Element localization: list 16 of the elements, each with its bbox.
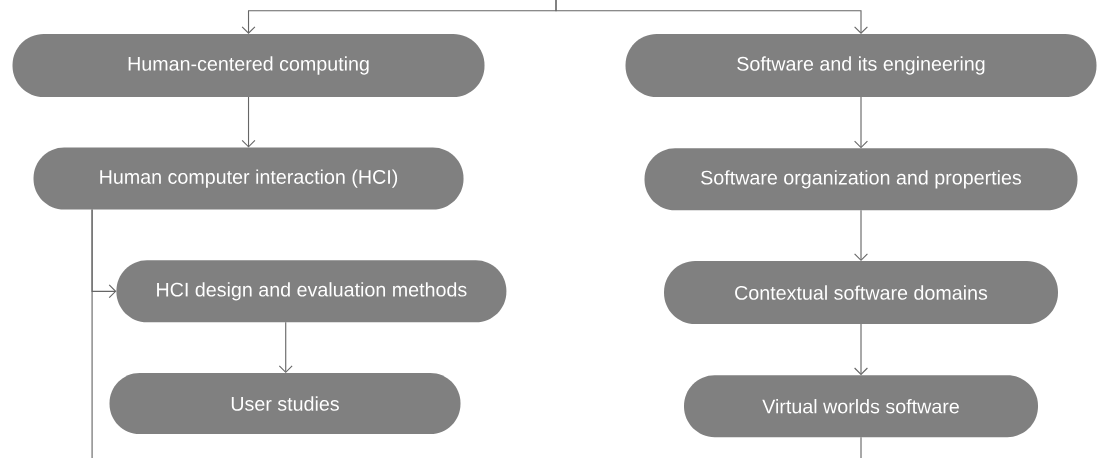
arrow [854, 323, 868, 376]
category-box: User studies [109, 373, 461, 435]
category-box: Human-centered computing [12, 34, 485, 97]
category-box: Software organization and properties [644, 148, 1078, 211]
category-box: HCI design and evaluation methods [116, 260, 507, 323]
connector-line [91, 209, 93, 458]
connector-line [860, 436, 862, 458]
arrow [854, 96, 868, 149]
category-box: Virtual worlds software [684, 375, 1038, 438]
category-box: Human computer interaction (HCI) [33, 147, 464, 210]
category-box: Software and its engineering [625, 34, 1097, 97]
arrow [278, 321, 293, 374]
arrow [555, 0, 868, 35]
category-box: Contextual software domains [664, 261, 1058, 325]
arrow [854, 209, 868, 262]
arrow [241, 96, 256, 148]
